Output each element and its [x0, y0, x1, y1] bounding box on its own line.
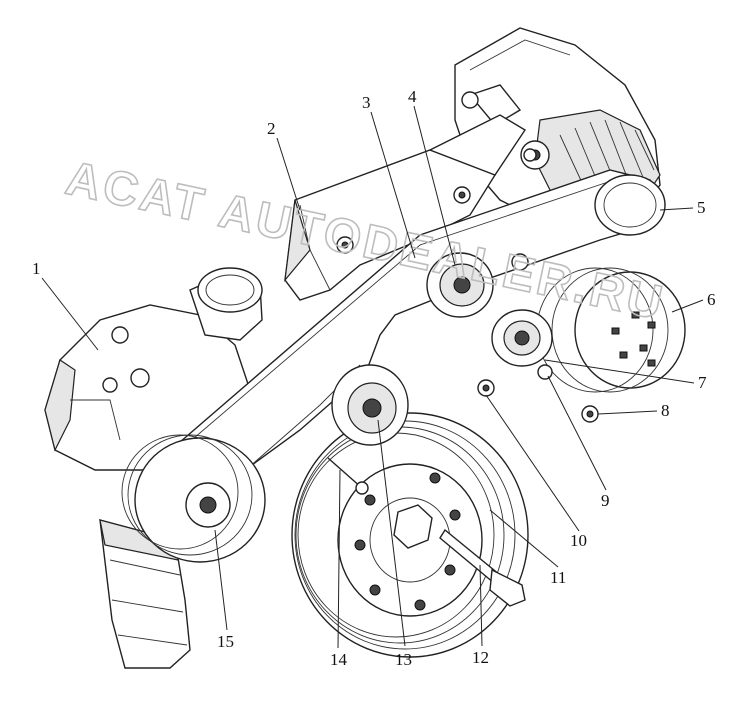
callout-2: 2 — [267, 119, 276, 138]
callout-9: 9 — [601, 491, 610, 510]
callout-6: 6 — [707, 290, 716, 309]
callout-14: 14 — [330, 650, 348, 669]
leader-lines — [41, 105, 704, 649]
callout-4: 4 — [408, 87, 417, 106]
idler-pulley-upper — [594, 174, 666, 236]
callout-1: 1 — [32, 259, 41, 278]
fasteners — [477, 148, 599, 423]
callout-13: 13 — [395, 650, 412, 669]
idler-pulley-13 — [331, 364, 409, 446]
idler-pulley-7 — [491, 309, 553, 367]
water-pump-pulley — [121, 434, 266, 563]
crankshaft-pulley — [291, 412, 529, 658]
callout-5: 5 — [697, 198, 706, 217]
stud — [327, 457, 369, 495]
callout-11: 11 — [550, 568, 566, 587]
mounting-bracket — [284, 114, 526, 301]
crank-bolt — [439, 528, 526, 607]
callout-12: 12 — [472, 648, 489, 667]
callout-15: 15 — [217, 632, 234, 651]
callout-3: 3 — [362, 93, 371, 112]
callout-8: 8 — [661, 401, 670, 420]
callout-7: 7 — [698, 373, 707, 392]
callout-labels: 1 2 3 4 5 6 7 8 9 10 11 12 13 14 15 — [32, 87, 716, 669]
fan-pulley — [536, 267, 686, 393]
tensioner-pulley — [426, 252, 494, 318]
coolant-outlet-pipe — [99, 519, 191, 669]
callout-10: 10 — [570, 531, 587, 550]
